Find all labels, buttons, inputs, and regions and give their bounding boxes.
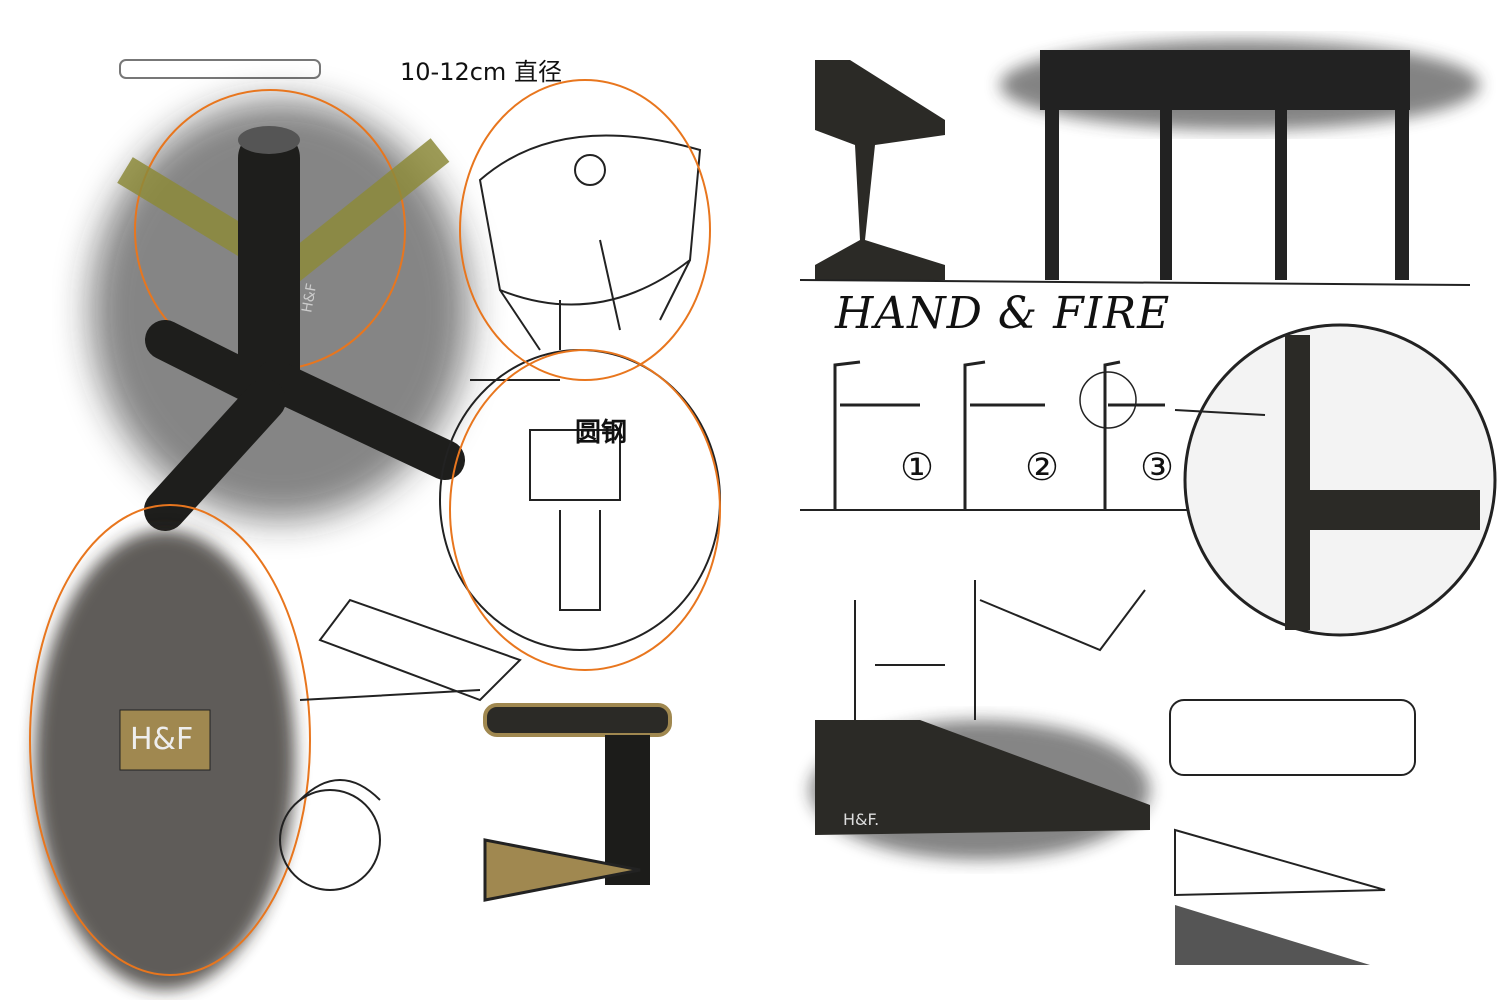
- orange-circle-detail: [449, 349, 721, 671]
- ruler-bar: [119, 59, 321, 79]
- dimension-note: 10-12cm 直径: [400, 58, 562, 86]
- bench-mark: H&F.: [843, 810, 880, 829]
- detail-magnifier: [1183, 323, 1497, 637]
- cross-connector: [144, 126, 465, 531]
- tube-label-plate: [119, 709, 211, 771]
- tube-label: H&F: [130, 722, 194, 757]
- side-profile: [815, 60, 945, 280]
- orange-circle-stool: [459, 79, 711, 381]
- left-page-sketches: [29, 59, 721, 990]
- bench-body: [815, 720, 1150, 835]
- brand-title: HAND & FIRE: [835, 288, 1171, 339]
- material-note: 圆钢: [575, 418, 628, 448]
- option-3: ③: [1140, 445, 1175, 489]
- option-2: ②: [1025, 445, 1060, 489]
- orange-circle-tube: [29, 504, 311, 976]
- long-bench: [1040, 50, 1410, 280]
- option-1: ①: [900, 445, 935, 489]
- right-page-sketches: [799, 40, 1497, 965]
